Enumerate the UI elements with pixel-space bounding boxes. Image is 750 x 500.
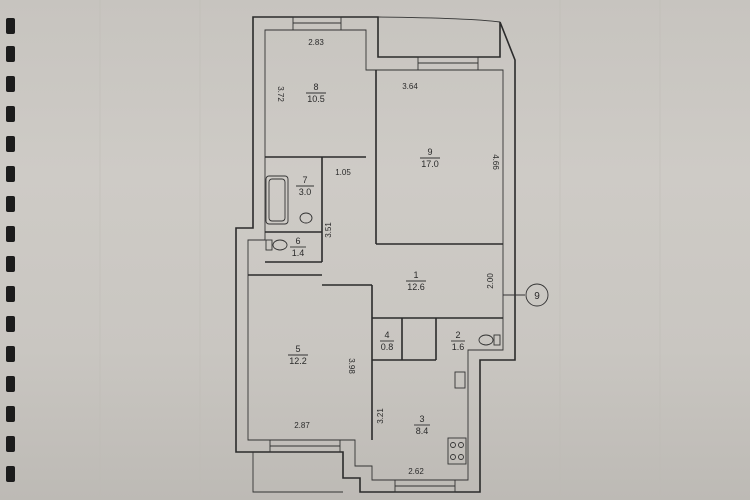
axis-marker: 9: [503, 283, 549, 307]
kitchen-sink-icon: [454, 371, 466, 389]
sink-icon: [299, 212, 313, 224]
room-number: 4: [384, 330, 389, 340]
room-number: 7: [302, 175, 307, 185]
dimension-label: 3.21: [376, 408, 385, 424]
room-number: 2: [455, 330, 460, 340]
interior-walls: [248, 70, 503, 440]
room-6-label: 6 1.4: [290, 236, 306, 258]
room-area: 1.6: [452, 342, 465, 352]
stove-icon: [447, 437, 467, 465]
room-area: 1.4: [292, 248, 305, 258]
room-8-label: 8 10.5: [306, 82, 326, 104]
dimension-label: 2.83: [308, 38, 324, 47]
axis-marker-label: 9: [534, 291, 540, 302]
dimension-label: 3.64: [402, 82, 418, 91]
room-area: 10.5: [307, 94, 325, 104]
room-4-label: 4 0.8: [380, 330, 394, 352]
room-5-label: 5 12.2: [288, 344, 308, 366]
binding-hole: [6, 226, 15, 242]
room-number: 3: [419, 414, 424, 424]
binding-hole: [6, 286, 15, 302]
windows: [269, 16, 479, 493]
room-number: 5: [295, 344, 300, 354]
room-area: 12.6: [407, 282, 425, 292]
room-number: 8: [313, 82, 318, 92]
dimension-label: 2.62: [408, 467, 424, 476]
binding-hole: [6, 166, 15, 182]
binding-holes: [0, 0, 24, 500]
binding-hole: [6, 46, 15, 62]
room-area: 17.0: [421, 159, 439, 169]
binding-hole: [6, 76, 15, 92]
binding-hole: [6, 376, 15, 392]
binding-hole: [6, 256, 15, 272]
binding-hole: [6, 18, 15, 34]
paper-grid: [99, 0, 661, 500]
binding-hole: [6, 196, 15, 212]
binding-hole: [6, 436, 15, 452]
toilet-icon: [265, 239, 288, 251]
room-1-label: 1 12.6: [406, 270, 426, 292]
dimension-label: 3.72: [276, 86, 285, 102]
room-number: 1: [413, 270, 418, 280]
dimension-labels: 2.83 3.72 3.64 4.66 1.05 3.51 2.00 3.98 …: [276, 38, 500, 476]
binding-hole: [6, 136, 15, 152]
dimension-label: 3.51: [324, 222, 333, 238]
room-number: 9: [427, 147, 432, 157]
dimension-label: 2.87: [294, 421, 310, 430]
dimension-label: 4.66: [491, 154, 500, 170]
binding-hole: [6, 346, 15, 362]
room-area: 12.2: [289, 356, 307, 366]
room-7-label: 7 3.0: [296, 175, 314, 197]
room-3-label: 3 8.4: [414, 414, 430, 436]
binding-hole: [6, 466, 15, 482]
binding-hole: [6, 316, 15, 332]
room-area: 8.4: [416, 426, 429, 436]
room-number: 6: [295, 236, 300, 246]
room-2-label: 2 1.6: [451, 330, 465, 352]
dimension-label: 1.05: [335, 168, 351, 177]
dimension-label: 2.00: [486, 273, 495, 289]
room-area: 0.8: [381, 342, 394, 352]
room-9-label: 9 17.0: [420, 147, 440, 169]
toilet-icon: [478, 334, 501, 346]
room-area: 3.0: [299, 187, 312, 197]
binding-hole: [6, 406, 15, 422]
bathtub-icon: [265, 175, 289, 225]
binding-hole: [6, 106, 15, 122]
dimension-label: 3.98: [347, 358, 356, 374]
